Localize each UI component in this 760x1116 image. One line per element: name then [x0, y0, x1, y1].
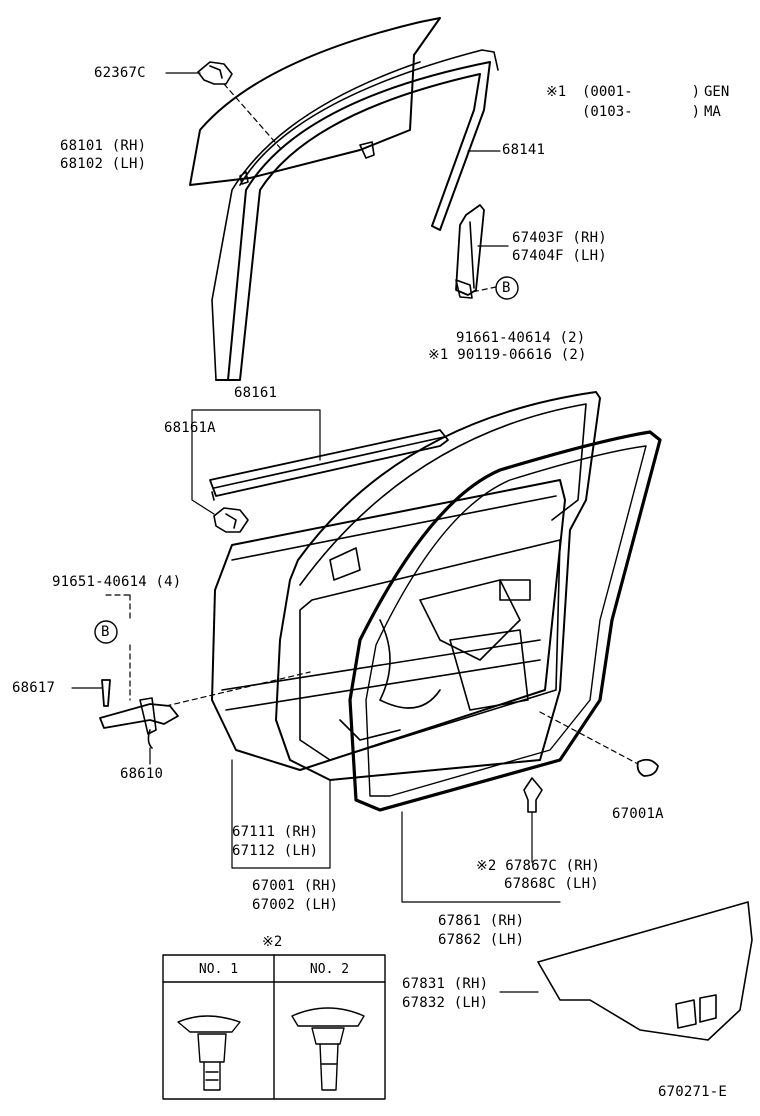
label-67112: 67112 (LH) — [232, 843, 319, 859]
label-67862: 67862 (LH) — [438, 932, 525, 948]
note-mark-1: ※1 — [546, 84, 567, 100]
clip-62367C — [198, 62, 232, 84]
label-67002: 67002 (LH) — [252, 897, 339, 913]
note-range-1: (0001- ) — [582, 84, 701, 100]
label-67111: 67111 (RH) — [232, 824, 319, 840]
hinge-pin — [102, 680, 110, 706]
label-67832: 67832 (LH) — [402, 995, 489, 1011]
door-outer-panel — [212, 480, 565, 770]
callout-b-lower: B — [101, 624, 110, 640]
callout-circle-upper — [496, 277, 518, 299]
label-68161: 68161 — [234, 385, 278, 401]
weatherstrip-clip — [524, 778, 542, 812]
label-67001: 67001 (RH) — [252, 878, 339, 894]
note-range-2: (0103- ) — [582, 104, 701, 120]
door-hinge — [100, 698, 178, 748]
label-67867C: ※2 67867C (RH) — [476, 858, 601, 874]
label-67831: 67831 (RH) — [402, 976, 489, 992]
label-91661: 91661-40614 (2) — [456, 330, 586, 346]
callout-b-upper: B — [502, 280, 511, 296]
clip-68161A — [214, 508, 248, 532]
label-68101: 68101 (RH) — [60, 138, 147, 154]
note-value-2: MA — [704, 104, 721, 120]
label-68161A: 68161A — [164, 420, 216, 436]
label-90119: ※1 90119-06616 (2) — [428, 347, 587, 363]
label-67404F: 67404F (LH) — [512, 248, 607, 264]
glass-run-channel — [212, 50, 498, 380]
belt-weatherstrip — [210, 430, 448, 500]
label-68610: 68610 — [120, 766, 164, 782]
label-68141: 68141 — [502, 142, 546, 158]
door-bumper — [638, 760, 658, 776]
callout-circle-lower — [95, 621, 117, 643]
diagram-code: 670271-E — [658, 1084, 728, 1100]
label-67861: 67861 (RH) — [438, 913, 525, 929]
label-68617: 68617 — [12, 680, 56, 696]
clip-table-col-1: NO. 1 — [198, 962, 239, 977]
door-glass — [190, 18, 440, 185]
clip-table-col-2: NO. 2 — [309, 962, 350, 977]
service-hole-cover — [538, 902, 752, 1040]
clip-table — [163, 955, 385, 1099]
leader-lines — [72, 73, 638, 992]
clip-table-mark: ※2 — [262, 934, 283, 950]
label-67868C: 67868C (LH) — [504, 876, 599, 892]
door-inner-frame — [276, 392, 600, 780]
division-channel — [456, 205, 484, 298]
label-67001A: 67001A — [612, 806, 664, 822]
label-67403F: 67403F (RH) — [512, 230, 607, 246]
label-91651: 91651-40614 (4) — [52, 574, 182, 590]
door-weatherstrip — [350, 432, 660, 810]
label-68102: 68102 (LH) — [60, 156, 147, 172]
label-62367C: 62367C — [94, 65, 146, 81]
note-value-1: GEN — [704, 84, 730, 100]
